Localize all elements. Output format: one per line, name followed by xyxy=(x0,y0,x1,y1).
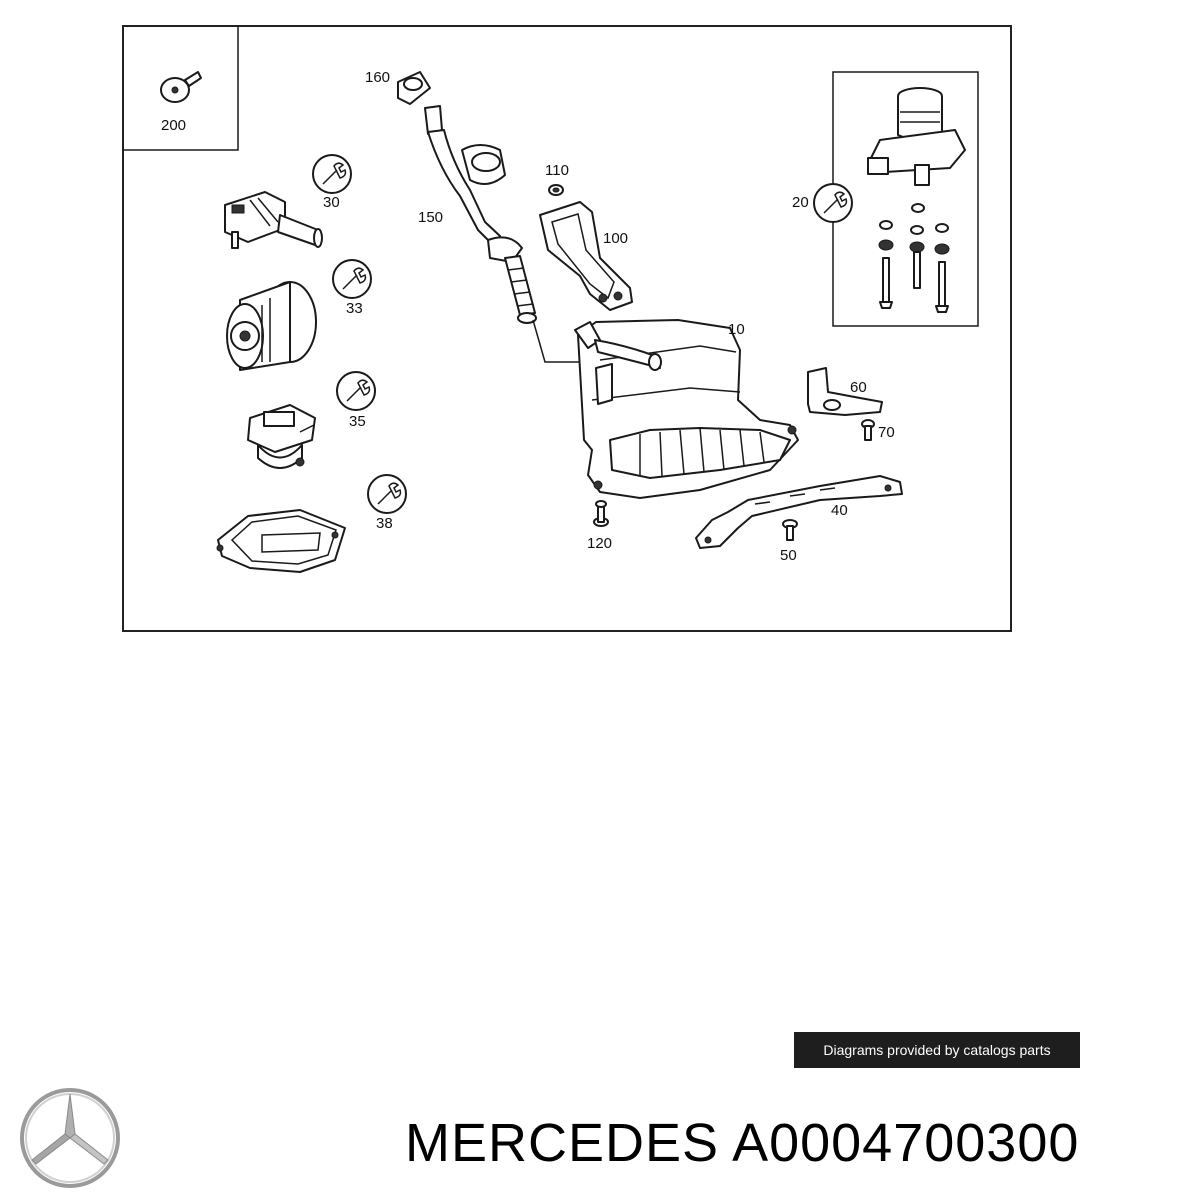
callout-120: 120 xyxy=(587,535,613,552)
tank-10 xyxy=(574,319,799,499)
wrench-icon xyxy=(813,183,853,223)
wrench-icon xyxy=(312,154,352,194)
callout-35: 35 xyxy=(349,413,366,430)
callout-160: 160 xyxy=(365,69,391,86)
washer-110 xyxy=(548,184,564,196)
crossbar-40 xyxy=(695,475,903,549)
inset-box-200 xyxy=(122,26,239,151)
callout-33: 33 xyxy=(346,300,363,317)
callout-38: 38 xyxy=(376,515,393,532)
motor-33 xyxy=(226,281,317,371)
inset-box-20 xyxy=(832,71,979,327)
catalog-credit-badge: Diagrams provided by catalogs parts xyxy=(794,1032,1080,1068)
wrench-icon xyxy=(332,259,372,299)
callout-10: 10 xyxy=(728,321,745,338)
bracket-60 xyxy=(807,367,883,416)
wrench-icon xyxy=(367,474,407,514)
valve-20 xyxy=(867,87,966,186)
bolt-50 xyxy=(782,519,798,541)
bolt-200 xyxy=(160,71,202,103)
hose-150 xyxy=(424,105,602,363)
callout-60: 60 xyxy=(850,379,867,396)
callout-110: 110 xyxy=(545,162,569,179)
actuator-35 xyxy=(247,404,316,469)
part-title: MERCEDES A0004700300 xyxy=(405,1113,1080,1173)
bolts-20 xyxy=(878,203,950,313)
sensor-30 xyxy=(224,191,323,249)
gasket-38 xyxy=(216,509,346,573)
mercedes-star-icon xyxy=(20,1088,120,1188)
wrench-icon xyxy=(336,371,376,411)
bolt-70 xyxy=(861,419,875,441)
callout-30: 30 xyxy=(323,194,340,211)
callout-70: 70 xyxy=(878,424,895,441)
callout-50: 50 xyxy=(780,547,797,564)
bracket-100 xyxy=(539,201,633,311)
bolt-120 xyxy=(593,500,609,527)
cap-160 xyxy=(397,71,431,105)
callout-40: 40 xyxy=(831,502,848,519)
callout-100: 100 xyxy=(603,230,629,247)
callout-200: 200 xyxy=(161,117,187,134)
callout-150: 150 xyxy=(418,209,444,226)
callout-20: 20 xyxy=(792,194,809,211)
